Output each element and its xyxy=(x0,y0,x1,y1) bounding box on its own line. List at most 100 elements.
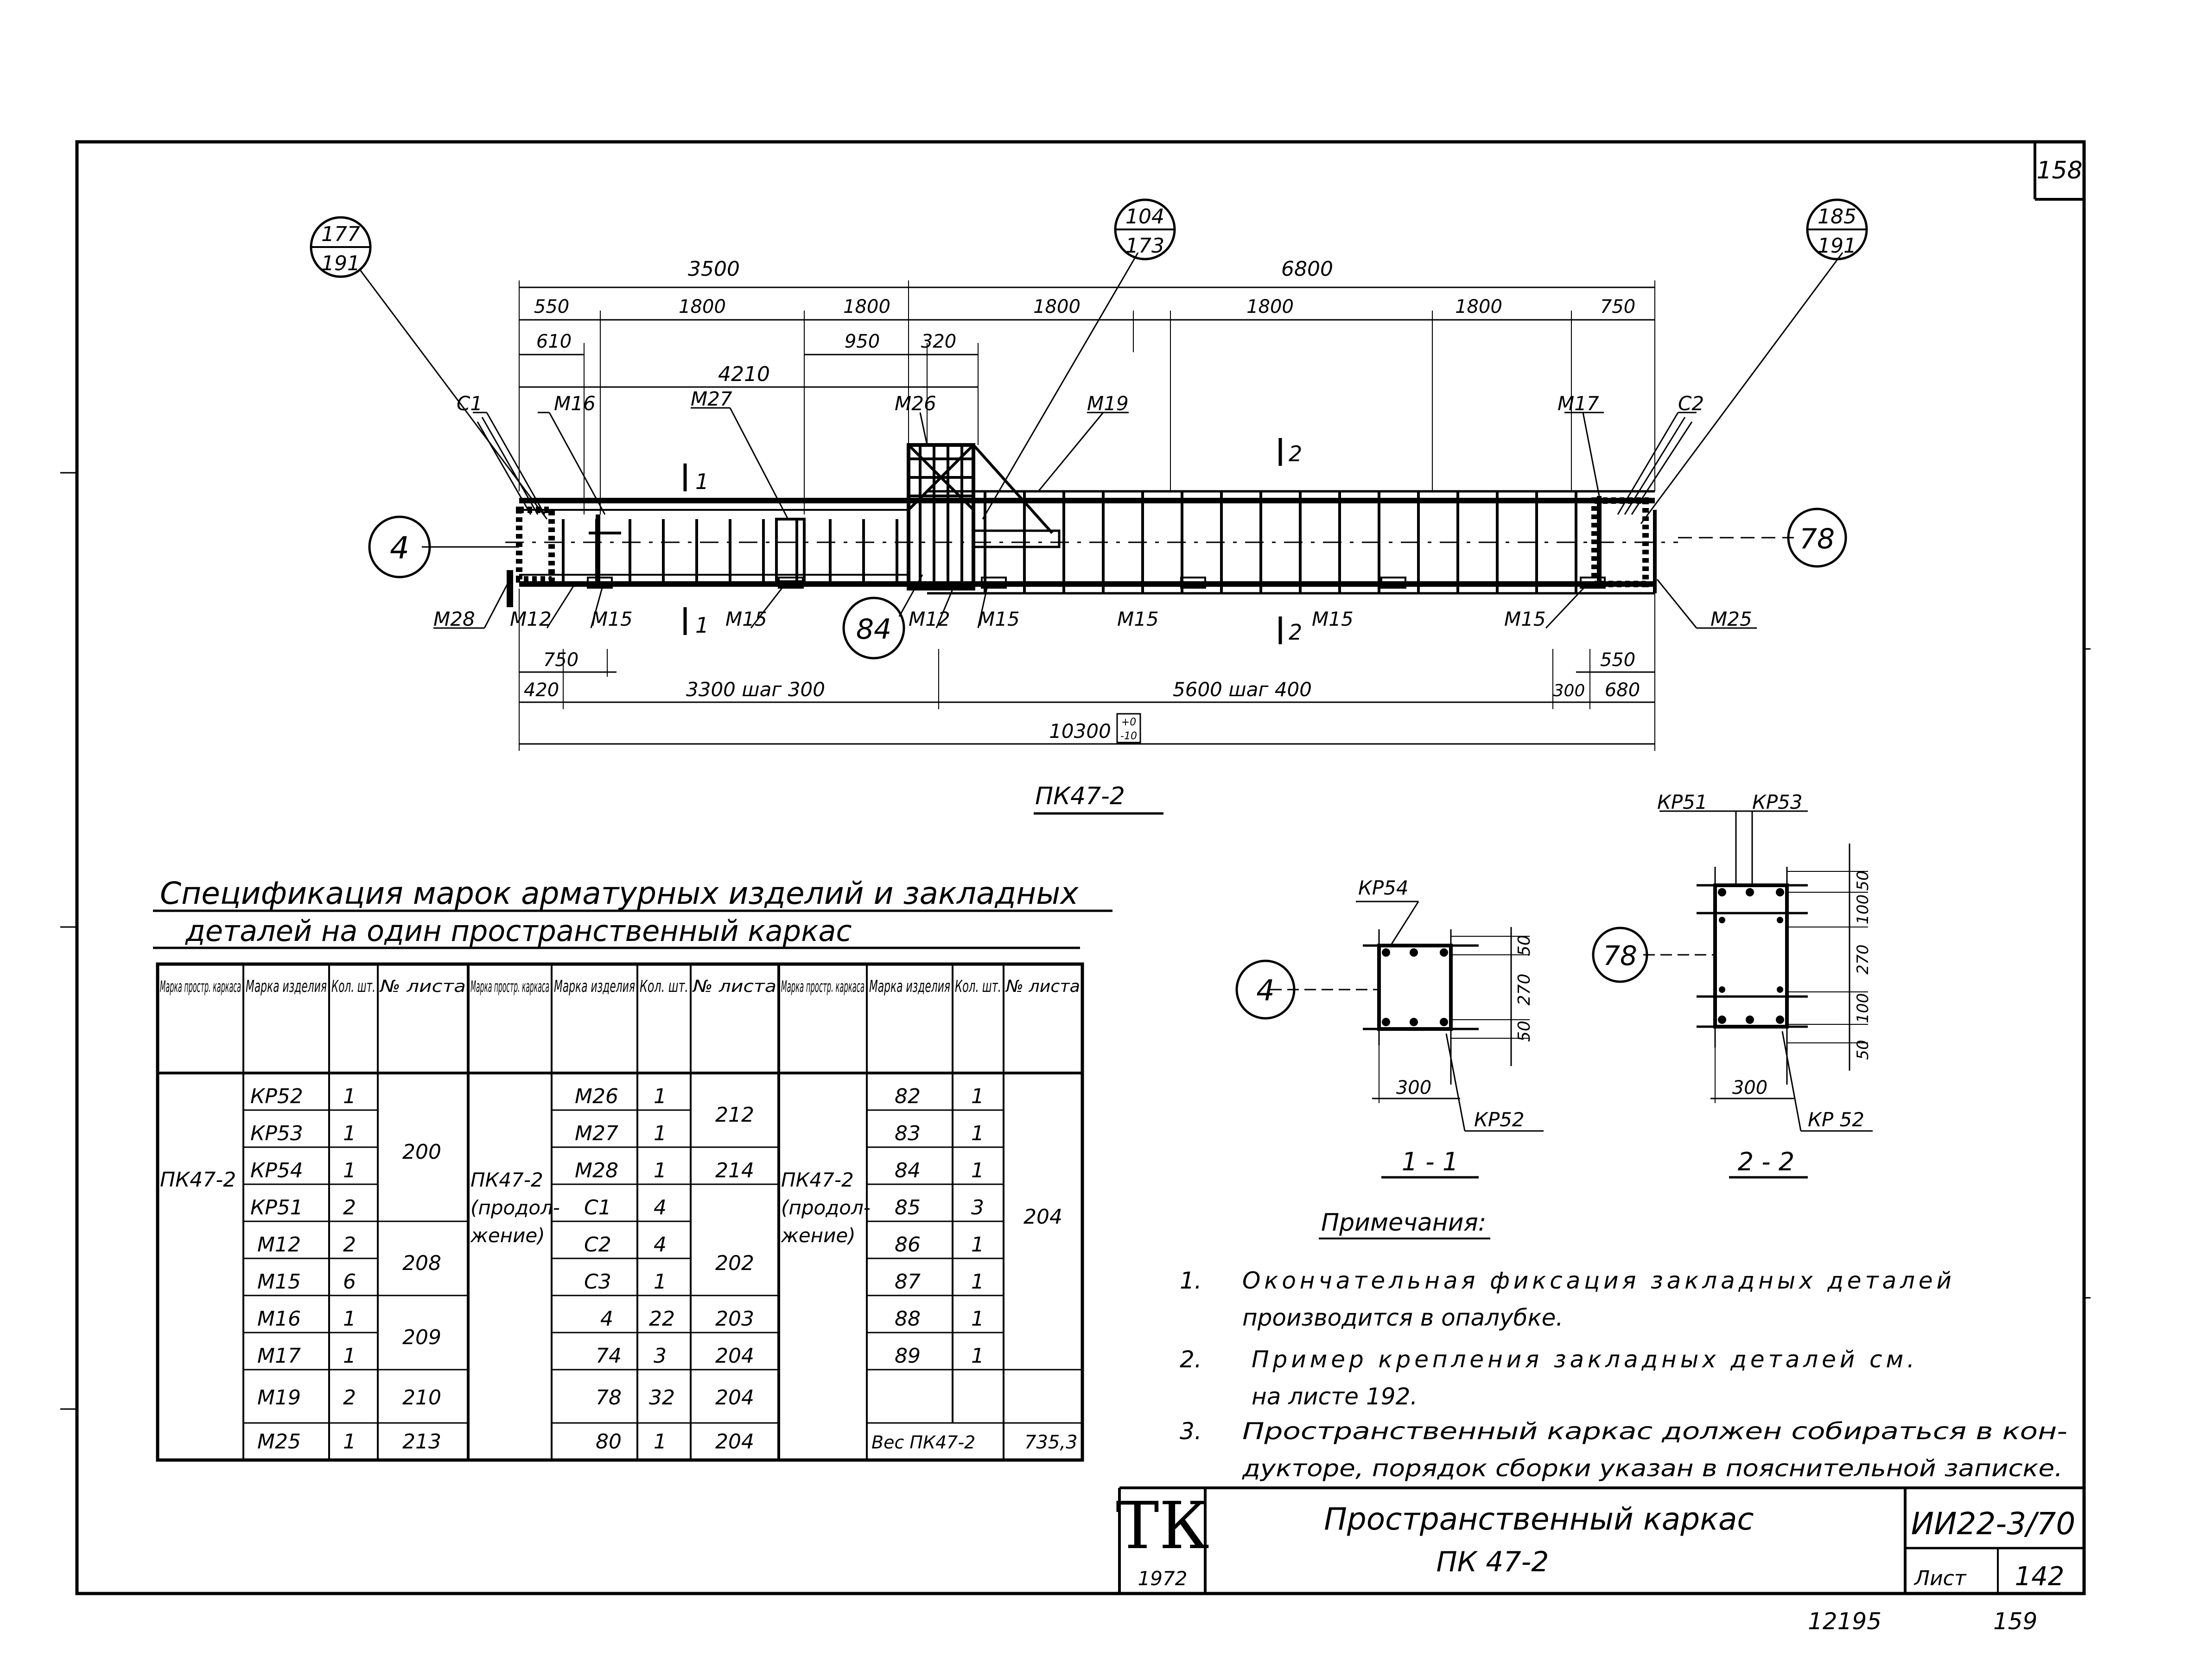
svg-text:1: 1 xyxy=(343,1307,356,1331)
svg-text:№ листа: № листа xyxy=(692,977,776,996)
label-c1: С1 xyxy=(457,392,483,415)
label-m15-6: М15 xyxy=(1504,608,1546,630)
svg-text:191: 191 xyxy=(1818,234,1856,258)
svg-text:4: 4 xyxy=(600,1307,613,1331)
svg-text:4: 4 xyxy=(654,1233,667,1257)
top-dimensions xyxy=(519,280,1655,514)
title-block-code: ИИ22-3/70 xyxy=(1911,1506,2076,1542)
label-m25: М25 xyxy=(1710,608,1752,630)
label-m15-3: М15 xyxy=(978,608,1020,630)
svg-text:Кол. шт.: Кол. шт. xyxy=(640,977,688,996)
section-1-1-d300: 300 xyxy=(1396,1077,1431,1099)
section-2-2-kr51: КР51 xyxy=(1657,791,1708,813)
svg-text:Марка простр. каркаса: Марка простр. каркаса xyxy=(160,978,241,996)
dim-950: 950 xyxy=(845,331,880,352)
svg-text:КР52: КР52 xyxy=(250,1085,303,1108)
svg-text:+0: +0 xyxy=(1121,717,1136,728)
svg-text:1.: 1. xyxy=(1180,1267,1202,1294)
svg-text:185: 185 xyxy=(1818,205,1856,229)
svg-text:С1: С1 xyxy=(584,1196,611,1219)
svg-text:1: 1 xyxy=(654,1122,667,1145)
svg-text:Кол. шт.: Кол. шт. xyxy=(955,977,1001,996)
title-block-title-line2: ПК 47-2 xyxy=(1437,1546,1549,1578)
svg-text:84: 84 xyxy=(895,1159,921,1182)
svg-text:М17: М17 xyxy=(257,1344,301,1368)
svg-text:производится в опалубке.: производится в опалубке. xyxy=(1242,1304,1563,1331)
section-1-1-d50a: 50 xyxy=(1515,935,1534,956)
svg-text:6: 6 xyxy=(343,1270,356,1294)
main-view-title: ПК47-2 xyxy=(1035,782,1125,810)
section-2-2-d270: 270 xyxy=(1854,945,1872,975)
label-m28: М28 xyxy=(433,608,475,630)
label-m27: М27 xyxy=(691,387,732,410)
svg-text:Марка изделия: Марка изделия xyxy=(246,977,327,996)
svg-text:191: 191 xyxy=(321,252,360,275)
dim-1800-d: 1800 xyxy=(1246,296,1294,317)
svg-text:КР51: КР51 xyxy=(250,1196,303,1219)
svg-text:78: 78 xyxy=(1799,523,1835,555)
svg-text:М28: М28 xyxy=(575,1159,618,1182)
svg-text:Окончательная фиксация закладн: Окончательная фиксация закладных деталей xyxy=(1242,1267,1951,1294)
dim-5600-step: 5600 шаг 400 xyxy=(1173,678,1312,701)
spec-g2-frame: ПК47-2 (продол- жение) xyxy=(470,1168,560,1247)
svg-text:1: 1 xyxy=(654,1270,667,1294)
svg-text:1: 1 xyxy=(343,1159,356,1182)
section-1-1-kr54: КР54 xyxy=(1358,876,1409,899)
section-1-1-d50b: 50 xyxy=(1515,1021,1534,1042)
title-block xyxy=(1118,1486,2084,1594)
svg-text:32: 32 xyxy=(649,1386,675,1410)
svg-text:дукторе, порядок сборки указан: дукторе, порядок сборки указан в пояснит… xyxy=(1242,1455,2063,1482)
svg-text:82: 82 xyxy=(895,1085,921,1108)
spec-title-line1: Спецификация марок арматурных изделий и … xyxy=(160,876,1079,911)
section-1-1-title: 1 - 1 xyxy=(1402,1147,1459,1176)
section-2-2 xyxy=(1592,810,1873,1179)
title-block-title-line1: Пространственный каркас xyxy=(1324,1501,1754,1537)
section-2-2-d100a: 100 xyxy=(1854,895,1872,925)
svg-text:1: 1 xyxy=(654,1085,667,1108)
svg-text:Марка простр. каркаса: Марка простр. каркаса xyxy=(781,978,864,996)
callout-middle: 104 173 xyxy=(1114,198,1176,260)
svg-text:жение): жение) xyxy=(470,1224,545,1247)
dim-610: 610 xyxy=(536,331,572,352)
svg-text:1: 1 xyxy=(343,1122,356,1145)
section-2-2-kr52: КР 52 xyxy=(1808,1108,1864,1131)
spec-g3-sheet: 204 xyxy=(1023,1205,1062,1229)
dim-750-bottom: 750 xyxy=(543,649,578,671)
dim-1800-a: 1800 xyxy=(679,296,726,317)
svg-text:213: 213 xyxy=(402,1430,441,1454)
svg-text:1: 1 xyxy=(971,1233,984,1257)
label-m15-4: М15 xyxy=(1117,608,1159,630)
svg-text:204: 204 xyxy=(715,1430,754,1454)
svg-text:3: 3 xyxy=(654,1344,667,1368)
svg-text:(продол-: (продол- xyxy=(470,1196,560,1219)
svg-text:214: 214 xyxy=(715,1159,754,1182)
svg-text:208: 208 xyxy=(402,1251,441,1275)
svg-text:1: 1 xyxy=(654,1159,667,1182)
title-block-year: 1972 xyxy=(1138,1567,1188,1590)
svg-text:М25: М25 xyxy=(257,1430,301,1454)
svg-text:80: 80 xyxy=(596,1430,622,1454)
dim-3300-step: 3300 шаг 300 xyxy=(686,678,825,701)
svg-text:200: 200 xyxy=(402,1140,441,1164)
label-m12-left: М12 xyxy=(510,608,552,630)
svg-text:22: 22 xyxy=(649,1307,675,1331)
svg-text:С3: С3 xyxy=(584,1270,611,1294)
footer-left-number: 12195 xyxy=(1808,1608,1881,1635)
svg-text:85: 85 xyxy=(895,1196,921,1219)
label-m15-5: М15 xyxy=(1312,608,1354,630)
svg-text:1: 1 xyxy=(654,1430,667,1454)
label-m26: М26 xyxy=(895,392,936,415)
svg-text:204: 204 xyxy=(715,1344,754,1368)
svg-text:М19: М19 xyxy=(257,1386,301,1410)
section-mark-2-bottom: 2 xyxy=(1289,620,1302,645)
svg-text:202: 202 xyxy=(715,1251,754,1275)
dim-3500: 3500 xyxy=(688,257,740,281)
label-m15-1: М15 xyxy=(591,608,633,630)
dim-750: 750 xyxy=(1600,296,1635,317)
label-m19: М19 xyxy=(1087,392,1129,415)
svg-text:1: 1 xyxy=(971,1085,984,1108)
svg-text:4: 4 xyxy=(654,1196,667,1219)
callout-left: 177 191 xyxy=(310,216,372,278)
main-elevation xyxy=(358,252,1843,644)
